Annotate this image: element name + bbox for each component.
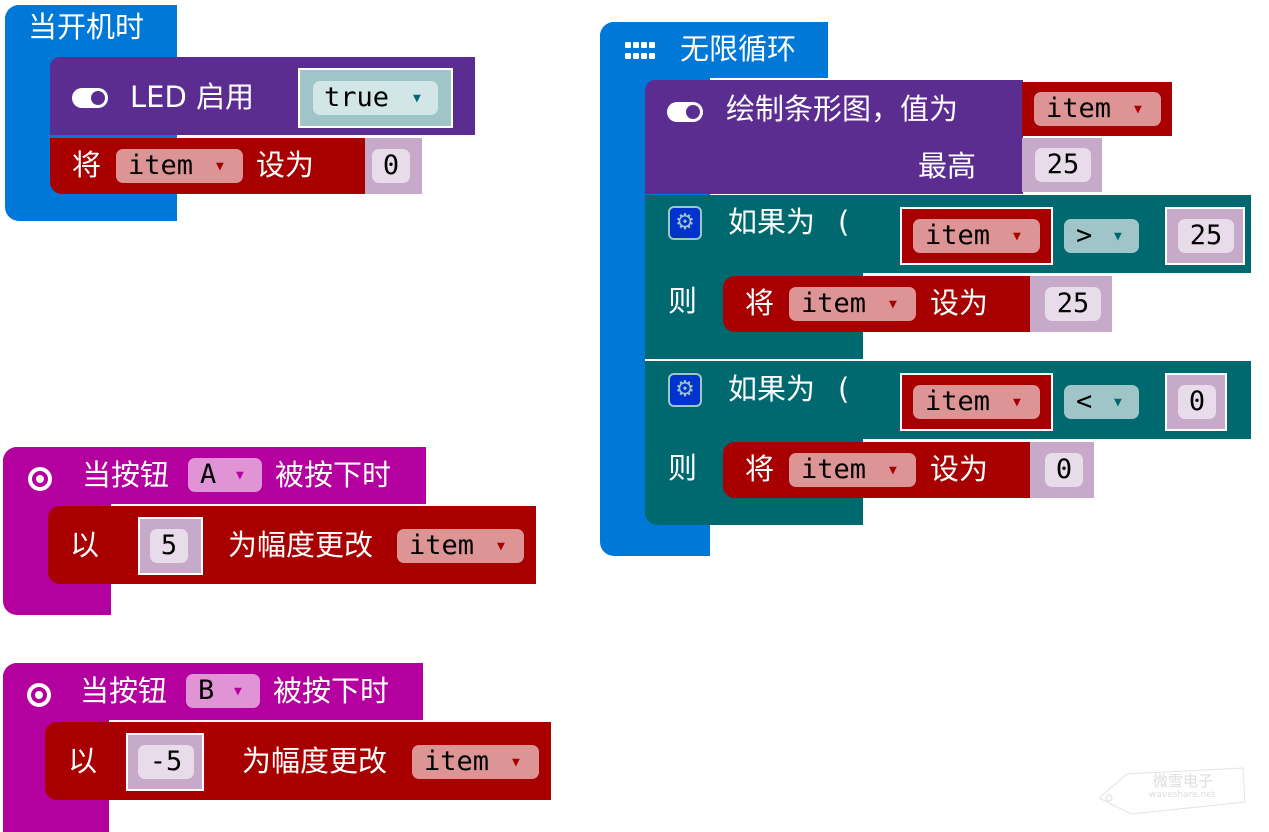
chevron-down-icon: ▼ [216, 159, 224, 174]
variable-dropdown[interactable]: item▼ [397, 529, 524, 563]
then-label: 则 [668, 451, 698, 485]
button-target-icon [27, 683, 51, 707]
variable-dropdown[interactable]: item▼ [913, 219, 1040, 253]
chevron-down-icon: ▼ [236, 468, 244, 483]
set-suffix: 设为 [256, 148, 315, 182]
button-target-icon [28, 467, 52, 491]
button-dropdown[interactable]: B▼ [186, 674, 260, 708]
chevron-down-icon: ▼ [1013, 229, 1021, 244]
chevron-down-icon: ▼ [889, 297, 897, 312]
change-prefix: 以 [68, 744, 98, 778]
watermark: 微雪电子 waveshare.net [1097, 764, 1247, 816]
watermark-brand-cn: 微雪电子 [1153, 772, 1214, 790]
variable-dropdown[interactable]: item▼ [1034, 92, 1161, 126]
set-value-input[interactable]: 0 [1045, 453, 1083, 487]
forever-title: 无限循环 [680, 32, 797, 66]
chevron-down-icon: ▼ [889, 463, 897, 478]
chevron-down-icon: ▼ [497, 539, 505, 554]
change-amount-input[interactable]: 5 [150, 529, 188, 563]
toggle-icon [667, 102, 703, 122]
button-event-suffix: 被按下时 [273, 674, 390, 708]
change-amount-input[interactable]: -5 [138, 745, 194, 779]
led-value-dropdown[interactable]: true▼ [313, 81, 438, 115]
operator-dropdown[interactable]: >▼ [1064, 219, 1139, 253]
led-enable-label: LED 启用 [130, 80, 255, 114]
button-dropdown[interactable]: A▼ [188, 458, 262, 492]
change-prefix: 以 [70, 528, 100, 562]
plot-max-label: 最高 [918, 149, 977, 183]
chevron-down-icon: ▼ [1114, 229, 1122, 244]
compare-value-input[interactable]: 0 [1178, 385, 1216, 419]
bracket-glyph: ( [838, 372, 850, 406]
grid-icon [625, 42, 655, 62]
variable-dropdown[interactable]: item▼ [913, 385, 1040, 419]
plot-bar-graph-block[interactable] [645, 80, 1023, 194]
watermark-brand-en: waveshare.net [1149, 790, 1216, 800]
set-value-input[interactable]: 0 [372, 149, 410, 183]
gear-icon: ⚙ [668, 206, 702, 240]
change-suffix: 为幅度更改 [242, 744, 388, 778]
chevron-down-icon: ▼ [1134, 102, 1142, 117]
divider [645, 359, 863, 361]
toggle-icon [72, 88, 108, 108]
button-event-prefix: 当按钮 [80, 674, 168, 708]
change-suffix: 为幅度更改 [228, 528, 374, 562]
bracket-glyph: ( [838, 205, 850, 239]
variable-dropdown[interactable]: item▼ [412, 745, 539, 779]
set-value-input[interactable]: 25 [1045, 287, 1101, 321]
chevron-down-icon: ▼ [413, 91, 421, 106]
set-suffix: 设为 [930, 286, 989, 320]
gear-icon: ⚙ [668, 373, 702, 407]
button-event-suffix: 被按下时 [275, 458, 392, 492]
if-label: 如果为 [728, 372, 816, 406]
set-prefix: 将 [745, 452, 775, 486]
plot-bar-label: 绘制条形图，值为 [726, 92, 959, 126]
chevron-down-icon: ▼ [512, 755, 520, 770]
watermark-tag-icon [1098, 767, 1246, 815]
chevron-down-icon: ▼ [234, 684, 242, 699]
variable-dropdown[interactable]: item▼ [789, 287, 916, 321]
compare-value-input[interactable]: 25 [1178, 219, 1234, 253]
if-label: 如果为 [728, 205, 816, 239]
set-prefix: 将 [745, 286, 775, 320]
variable-dropdown[interactable]: item▼ [789, 453, 916, 487]
button-event-prefix: 当按钮 [82, 458, 170, 492]
on-start-title: 当开机时 [28, 10, 145, 44]
operator-dropdown[interactable]: <▼ [1064, 385, 1139, 419]
plot-max-input[interactable]: 25 [1035, 148, 1091, 182]
chevron-down-icon: ▼ [1013, 395, 1021, 410]
chevron-down-icon: ▼ [1114, 395, 1122, 410]
variable-dropdown[interactable]: item▼ [116, 149, 243, 183]
set-suffix: 设为 [930, 452, 989, 486]
then-label: 则 [668, 284, 698, 318]
set-prefix: 将 [72, 148, 102, 182]
